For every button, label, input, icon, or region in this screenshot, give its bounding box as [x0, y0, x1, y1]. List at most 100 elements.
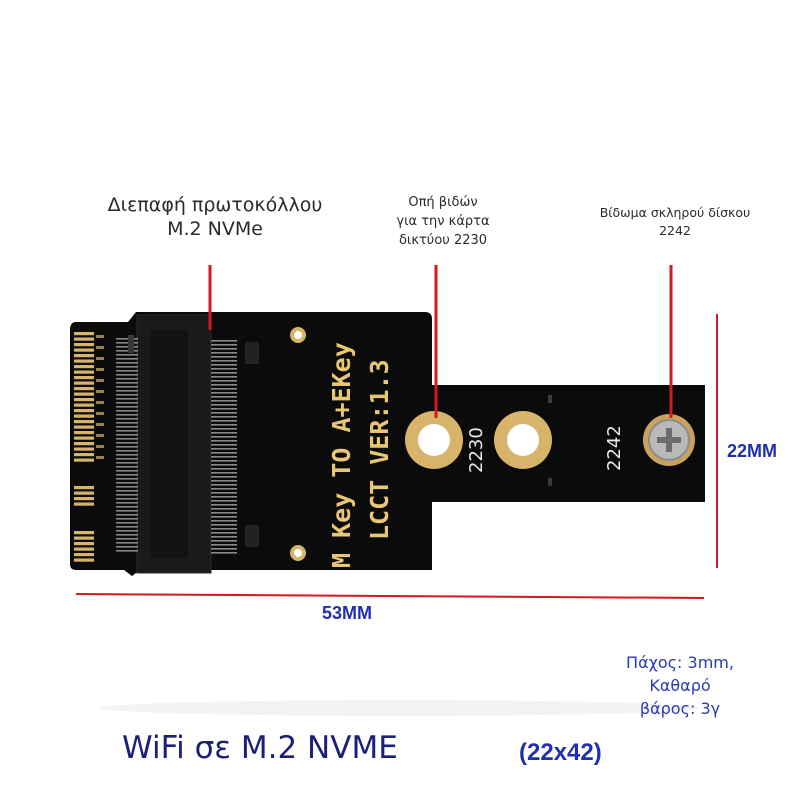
- edge-finger: [74, 531, 94, 535]
- socket-pin: [211, 524, 237, 526]
- height-dimension-label: 22MM: [727, 441, 778, 461]
- socket-pin: [116, 534, 138, 536]
- edge-finger: [74, 547, 94, 551]
- edge-finger-trace: [96, 423, 104, 426]
- socket-pin: [116, 490, 138, 492]
- silk-2242: 2242: [604, 425, 625, 471]
- socket-pin: [116, 458, 138, 460]
- socket-pin: [211, 508, 237, 510]
- socket-pin: [211, 472, 237, 474]
- edge-finger: [74, 436, 94, 440]
- socket-pin: [211, 348, 237, 350]
- socket-pin: [116, 358, 138, 360]
- socket-pin: [211, 384, 237, 386]
- edge-finger-trace: [96, 445, 104, 448]
- edge-finger: [74, 502, 94, 506]
- edge-finger: [74, 398, 94, 402]
- socket-pin: [211, 540, 237, 542]
- screw-callout: Βίδωμα σκληρού δίσκου 2242: [560, 204, 790, 240]
- edge-finger: [74, 392, 94, 396]
- edge-finger: [74, 414, 94, 418]
- socket-pin: [116, 434, 138, 436]
- silk-line1: M Key TO A+EKey: [327, 342, 356, 568]
- socket-pin: [211, 364, 237, 366]
- socket-pin: [211, 400, 237, 402]
- socket-pin: [116, 530, 138, 532]
- socket-pin: [211, 544, 237, 546]
- specs-line2: Καθαρό: [649, 676, 711, 695]
- edge-finger: [74, 491, 94, 495]
- edge-finger: [74, 442, 94, 446]
- socket-pin: [211, 536, 237, 538]
- edge-finger: [74, 447, 94, 451]
- edge-finger-trace: [96, 412, 104, 415]
- socket-pin: [116, 378, 138, 380]
- edge-finger: [74, 458, 94, 462]
- edge-finger: [74, 337, 94, 341]
- socket-pin: [211, 456, 237, 458]
- edge-finger: [74, 376, 94, 380]
- hole-callout-line3: δικτύου 2230: [398, 233, 488, 248]
- socket-pin: [116, 482, 138, 484]
- screw-slot: [666, 428, 672, 452]
- edge-finger-trace: [96, 401, 104, 404]
- edge-finger: [74, 387, 94, 391]
- socket-pin: [211, 480, 237, 482]
- socket-pin: [211, 448, 237, 450]
- socket-pin: [116, 414, 138, 416]
- socket-pin: [116, 410, 138, 412]
- board-shadow: [100, 700, 700, 716]
- socket-pin: [116, 386, 138, 388]
- pcb-board: [70, 312, 705, 576]
- edge-finger: [74, 425, 94, 429]
- socket-pin: [211, 416, 237, 418]
- edge-finger: [74, 420, 94, 424]
- socket-pin: [116, 466, 138, 468]
- socket-pin: [211, 444, 237, 446]
- edge-finger-trace: [96, 346, 104, 349]
- edge-finger: [74, 343, 94, 347]
- screw-callout-line1: Βίδωμα σκληρού δίσκου: [599, 205, 751, 220]
- product-title: WiFi σε M.2 NVME: [122, 730, 398, 766]
- mount-hole-inner: [294, 549, 302, 557]
- specs-line3: βάρος: 3γ: [639, 699, 721, 718]
- socket-pin: [211, 476, 237, 478]
- socket-pin: [211, 440, 237, 442]
- product-size: (22x42): [519, 739, 602, 766]
- socket-pin: [116, 518, 138, 520]
- socket-pin: [116, 398, 138, 400]
- socket-pin: [211, 380, 237, 382]
- hole-2230-inner: [418, 424, 450, 456]
- edge-finger: [74, 542, 94, 546]
- socket-pin: [211, 488, 237, 490]
- edge-finger-trace: [96, 357, 104, 360]
- socket-pin: [211, 496, 237, 498]
- socket-pin: [211, 376, 237, 378]
- socket-pin: [116, 450, 138, 452]
- socket-pin: [116, 366, 138, 368]
- edge-finger-trace: [96, 368, 104, 371]
- socket-pin: [116, 498, 138, 500]
- hole-middle-inner: [507, 424, 539, 456]
- edge-finger: [74, 558, 94, 562]
- socket-pin: [116, 522, 138, 524]
- edge-finger: [74, 354, 94, 358]
- interface-callout-line2: M.2 NVMe: [167, 218, 263, 240]
- socket-pin: [116, 510, 138, 512]
- socket-pin: [116, 382, 138, 384]
- socket-pin: [116, 470, 138, 472]
- socket-pin: [116, 418, 138, 420]
- hole-callout: Οπή βιδών για την κάρτα δικτύου 2230: [370, 193, 516, 250]
- socket-pin: [211, 368, 237, 370]
- socket-pin: [116, 538, 138, 540]
- edge-finger-trace: [96, 434, 104, 437]
- silk-line2: LCCT VER:1.3: [365, 359, 394, 540]
- edge-finger: [74, 453, 94, 457]
- socket-pin: [116, 390, 138, 392]
- socket-pin: [116, 550, 138, 552]
- width-dimension-label: 53MM: [322, 603, 373, 623]
- edge-finger-trace: [96, 379, 104, 382]
- socket-pin: [116, 442, 138, 444]
- socket-pin: [116, 430, 138, 432]
